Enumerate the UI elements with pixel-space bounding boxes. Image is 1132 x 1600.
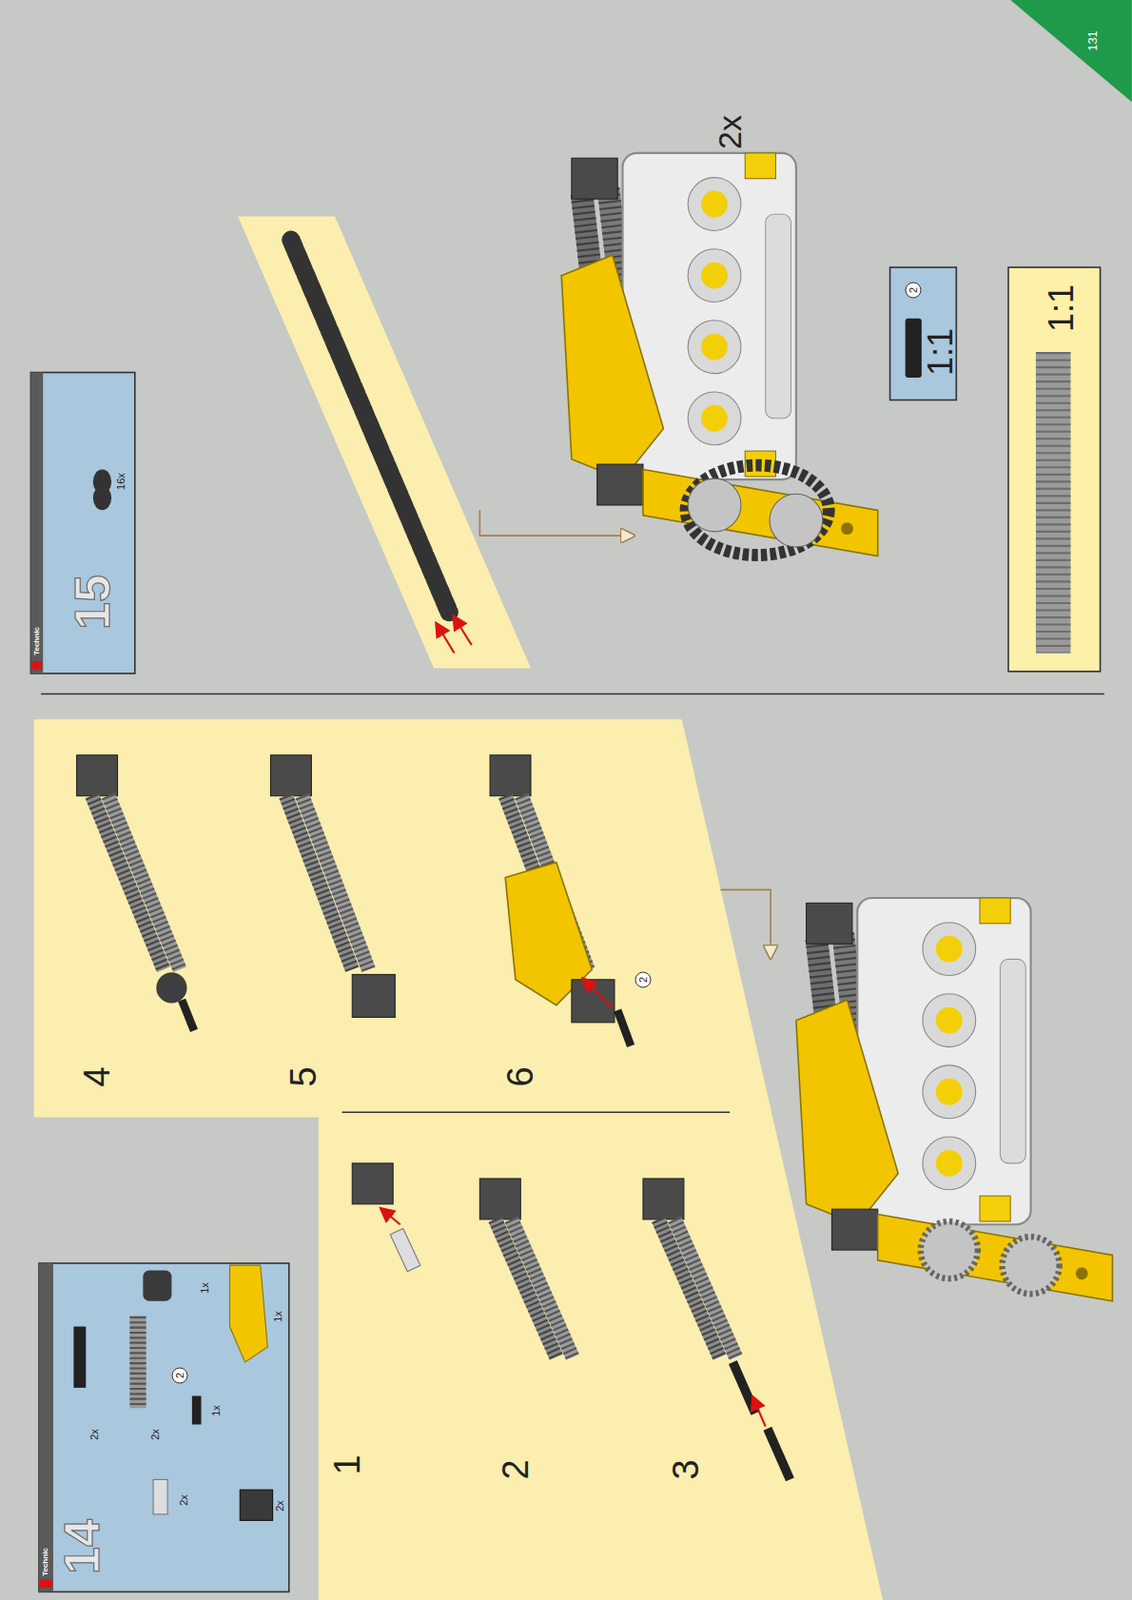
callout-number: 2 [635, 972, 652, 989]
part-count: 2x [178, 1495, 190, 1507]
instruction-panel: 1 2 3 4 5 6 2 [33, 719, 883, 1600]
substep-number: 6 [502, 1066, 539, 1087]
part-count: 2x [88, 1428, 99, 1441]
brand-logo: Technic [33, 626, 41, 656]
page-number: 131 [1086, 30, 1099, 52]
step-number: 15 [67, 574, 118, 630]
repeat-count: 2x [713, 116, 746, 151]
scale-ratio: 1:1 [1044, 284, 1079, 332]
scale-ratio: 1:1 [923, 328, 958, 376]
part-count: 2x [274, 1500, 286, 1512]
callout-number: 2 [171, 1367, 188, 1385]
callout-number: 2 [905, 281, 922, 298]
substep-number: 1 [329, 1454, 366, 1475]
brand-logo: Technic [41, 1547, 50, 1577]
instruction-panel: Technic 15 16x [30, 372, 135, 675]
substep-number: 4 [78, 1066, 116, 1087]
instruction-panel: 2 1:1 [890, 267, 957, 400]
part-count: 16x [115, 473, 126, 491]
instruction-panel: 1:1 [1008, 267, 1101, 672]
substep-number: 5 [285, 1066, 322, 1087]
step-number: 14 [57, 1519, 107, 1575]
part-count: 2x [150, 1428, 161, 1441]
part-count: 1x [272, 1310, 283, 1323]
instruction-panel: Technic 14 2x 2x 1x 2 1x 1x 2x 2x [39, 1263, 290, 1593]
substep-number: 2 [497, 1460, 534, 1481]
substep-number: 3 [667, 1460, 704, 1481]
part-count: 1x [198, 1282, 210, 1294]
part-count: 1x [211, 1405, 222, 1417]
